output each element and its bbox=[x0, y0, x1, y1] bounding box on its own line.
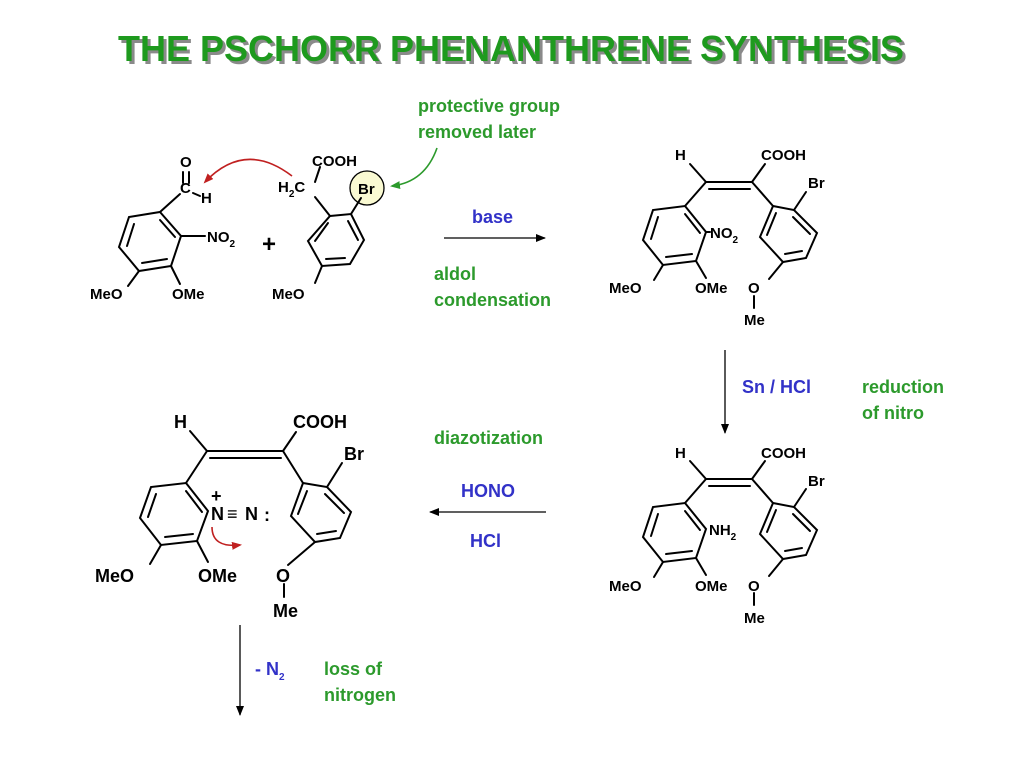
reagent-hcl: HCl bbox=[470, 531, 501, 551]
aldol-note: aldol bbox=[434, 264, 476, 284]
arylacetic-acid-molecule: COOH H2C Br MeO bbox=[272, 153, 385, 303]
atom-label: C bbox=[180, 180, 191, 197]
atom-label: O bbox=[748, 280, 760, 297]
atom-label: ≡ bbox=[227, 504, 238, 524]
annotation-arrow bbox=[390, 147, 438, 190]
atom-label: NO2 bbox=[710, 225, 739, 246]
atom-label: Br bbox=[808, 473, 825, 490]
atom-label: OMe bbox=[172, 286, 205, 303]
amino-stilbene-molecule: H COOH Br NH2 MeO OMe O Me bbox=[609, 445, 825, 627]
reduction-note: reduction bbox=[862, 377, 944, 397]
reagent-sn-hcl: Sn / HCl bbox=[742, 377, 811, 397]
atom-label: OMe bbox=[198, 566, 237, 586]
diazotization-note: diazotization bbox=[434, 428, 543, 448]
aldol-note: condensation bbox=[434, 290, 551, 310]
atom-label: MeO bbox=[609, 280, 642, 297]
atom-label: O bbox=[748, 578, 760, 595]
atom-label: H bbox=[675, 147, 686, 164]
reagent-minus-n2: - N2 bbox=[255, 659, 285, 683]
atom-label: COOH bbox=[761, 147, 806, 164]
atom-label: Br bbox=[808, 175, 825, 192]
diazonium-molecule: H COOH Br + N ≡ N : MeO OMe O Me bbox=[95, 412, 364, 621]
atom-label: O bbox=[276, 566, 290, 586]
protective-group-note: protective group bbox=[418, 96, 560, 116]
atom-label: OMe bbox=[695, 280, 728, 297]
atom-label: : bbox=[264, 505, 270, 525]
atom-label: + bbox=[211, 486, 222, 506]
aldehyde-molecule: O C H NO2 MeO OMe bbox=[90, 154, 236, 303]
atom-label: MeO bbox=[90, 286, 123, 303]
plus-sign: + bbox=[262, 231, 276, 258]
atom-label: N bbox=[211, 504, 224, 524]
atom-label: Br bbox=[344, 444, 364, 464]
atom-label: H bbox=[675, 445, 686, 462]
curved-arrow bbox=[203, 158, 293, 184]
atom-label: MeO bbox=[95, 566, 134, 586]
protective-group-note: removed later bbox=[418, 122, 536, 142]
page-title-shadow: THE PSCHORR PHENANTHRENE SYNTHESIS bbox=[121, 31, 907, 72]
atom-label: NO2 bbox=[207, 229, 236, 250]
page-title: THE PSCHORR PHENANTHRENE SYNTHESIS bbox=[118, 28, 904, 69]
br-highlight-circle bbox=[349, 170, 385, 206]
atom-label: O bbox=[180, 154, 192, 171]
reagent-base: base bbox=[472, 207, 513, 227]
atom-label: MeO bbox=[609, 578, 642, 595]
atom-label: Me bbox=[273, 601, 298, 621]
atom-label: COOH bbox=[761, 445, 806, 462]
atom-label: N bbox=[245, 504, 258, 524]
atom-label: Me bbox=[744, 312, 765, 329]
reduction-note: of nitro bbox=[862, 403, 924, 423]
atom-label: NH2 bbox=[709, 522, 737, 543]
atom-label: H bbox=[174, 412, 187, 432]
atom-label: H2C bbox=[278, 179, 305, 200]
atom-label: OMe bbox=[695, 578, 728, 595]
curved-arrow bbox=[211, 526, 242, 550]
atom-label: Br bbox=[358, 181, 375, 198]
loss-of-nitrogen-note: loss of bbox=[324, 659, 383, 679]
atom-label: MeO bbox=[272, 286, 305, 303]
loss-of-nitrogen-note: nitrogen bbox=[324, 685, 396, 705]
atom-label: Me bbox=[744, 610, 765, 627]
atom-label: COOH bbox=[312, 153, 357, 170]
reagent-hono: HONO bbox=[461, 481, 515, 501]
nitro-stilbene-molecule: H COOH Br NO2 MeO OMe O Me bbox=[609, 147, 825, 329]
atom-label: COOH bbox=[293, 412, 347, 432]
atom-label: H bbox=[201, 190, 212, 207]
